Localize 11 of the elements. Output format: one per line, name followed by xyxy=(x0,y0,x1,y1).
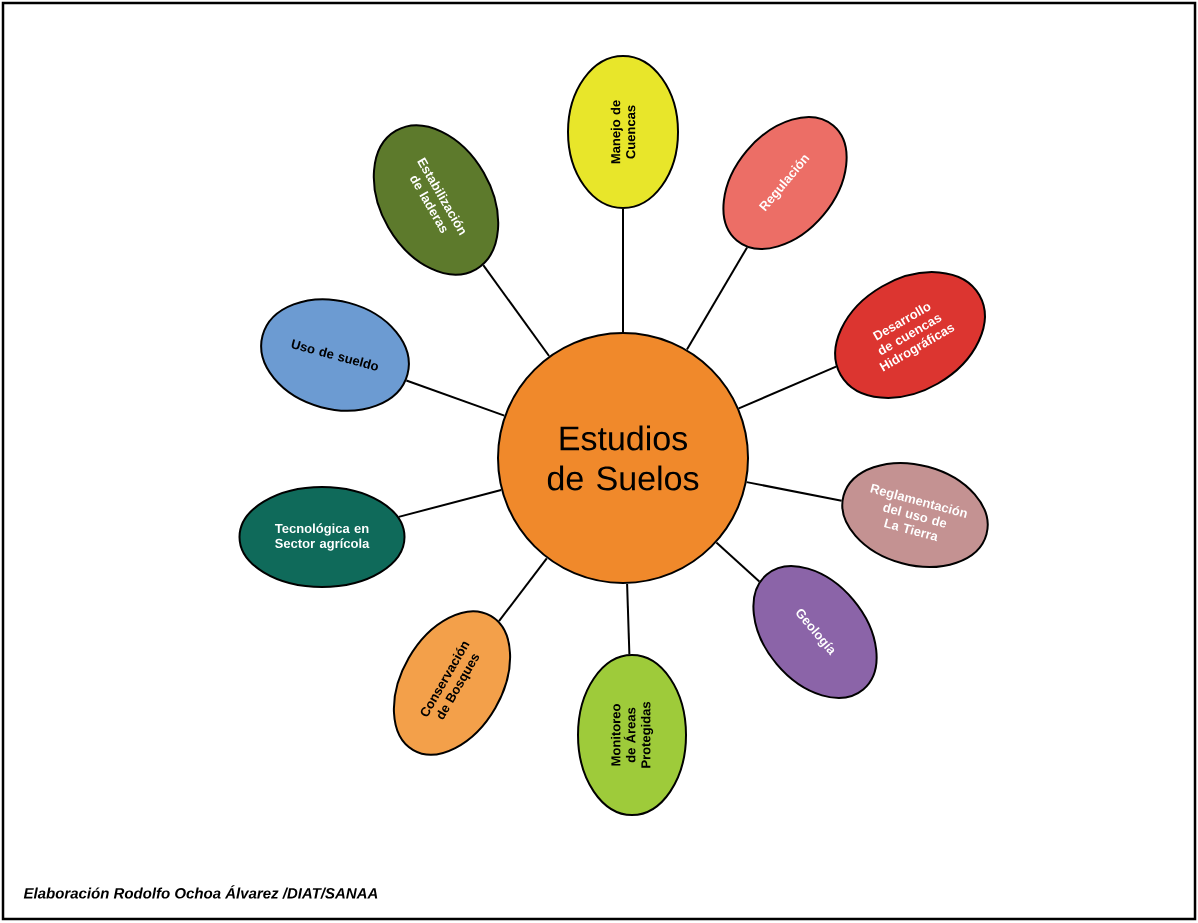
connector-line xyxy=(685,246,749,351)
connector-line xyxy=(626,582,631,656)
connector-line xyxy=(622,208,624,333)
connector-line xyxy=(498,557,548,623)
connector-line xyxy=(482,264,551,357)
connector-line xyxy=(405,379,506,417)
connector-line xyxy=(737,365,838,410)
caption: Elaboración Rodolfo Ochoa Álvarez /DIAT/SANAA xyxy=(23,885,378,899)
connector-line xyxy=(715,541,761,583)
connector-line xyxy=(397,489,503,518)
connector-line xyxy=(745,481,843,502)
